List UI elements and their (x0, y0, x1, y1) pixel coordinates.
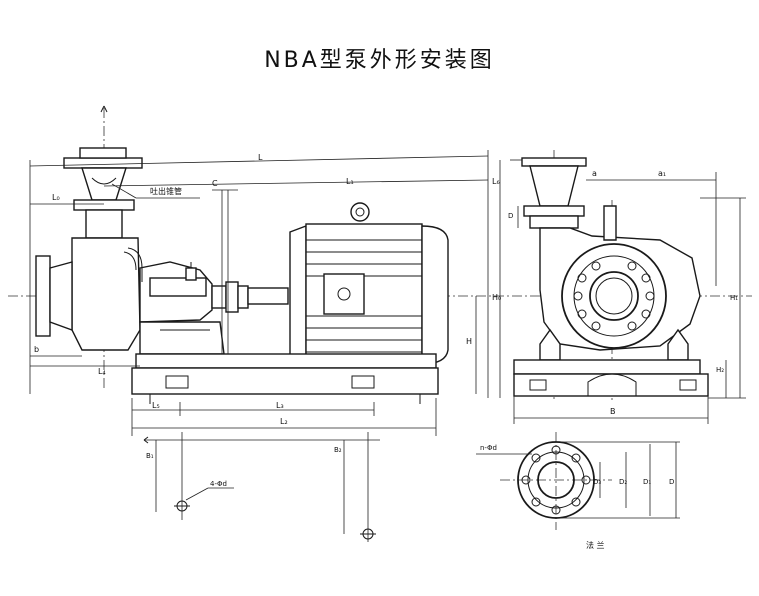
dim-label-L5: L₅ (152, 401, 160, 410)
dim-label-b: b (34, 345, 39, 354)
dim-label-C: C (212, 179, 218, 188)
dim-label-B: B (610, 407, 616, 416)
motor-front-view (289, 202, 449, 379)
flange-bolt-holes-label: n-Φd (480, 444, 497, 452)
discharge-cone-label: 吐出锥管 (150, 186, 182, 196)
dim-label-L1: L₁ (346, 177, 354, 186)
dim-label-L0: L₀ (52, 193, 60, 202)
dim-label-D2: D₂ (619, 478, 627, 486)
dim-label-H0: H₀ (492, 293, 501, 302)
front-view-dimensions: L L₁ L₀ 吐出锥管 C b L₄ H H₀ L₆ L₅ (29, 150, 501, 436)
flange-detail-view: n-Φd D₃ D₂ D₁ D 法 兰 (476, 432, 680, 550)
dim-label-H2: H₂ (716, 366, 724, 374)
dim-label-D3: D₃ (593, 478, 601, 486)
flange-caption: 法 兰 (586, 540, 605, 550)
page-title: NBA型泵外形安装图 (264, 48, 495, 73)
dim-label-L: L (258, 153, 263, 162)
dim-label-B2: B₂ (334, 446, 342, 454)
dim-label-H1: H₁ (730, 294, 738, 302)
dim-label-a1: a₁ (658, 169, 666, 178)
base-plan-view: B₁ B₂ 4-Φd (143, 432, 380, 542)
dim-label-H: H (466, 337, 472, 346)
dim-label-D1: D₁ (643, 478, 651, 486)
side-view-dimensions: a a₁ D H₁ H₂ B (508, 159, 746, 424)
dim-label-L3: L₃ (276, 401, 284, 410)
base-frame-front (131, 353, 439, 404)
dim-label-D-side: D (508, 212, 513, 220)
dim-label-L2: L₂ (280, 417, 288, 426)
pump-side-view (513, 150, 709, 400)
dim-label-B1: B₁ (146, 452, 154, 460)
dim-label-a: a (592, 169, 597, 178)
base-bolt-holes-label: 4-Φd (210, 480, 227, 488)
pump-front-view (35, 105, 289, 390)
dim-label-D: D (669, 478, 674, 486)
dim-label-L6: L₆ (492, 177, 500, 186)
dim-label-L4: L₄ (98, 367, 106, 376)
